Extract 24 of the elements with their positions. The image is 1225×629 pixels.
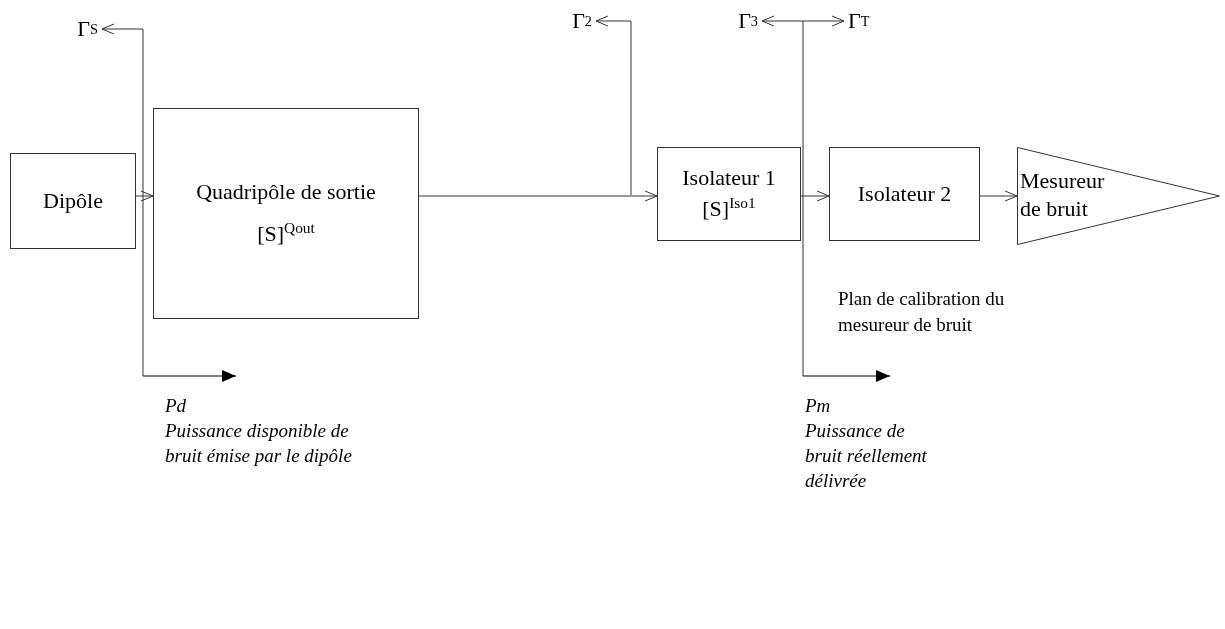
isolator-box <box>657 147 801 241</box>
dipole-box <box>10 153 136 249</box>
reference-plane-arrow <box>595 15 632 196</box>
reference-plane-arrow <box>101 23 144 377</box>
reference-plane-arrow <box>761 15 804 377</box>
quadripole-box <box>153 108 419 319</box>
block-label: Mesureur de bruit <box>1020 167 1106 223</box>
block-label: Isolateur 1 <box>682 164 776 193</box>
reference-plane-arrow <box>802 15 845 27</box>
plane-caption: Plan de calibration du mesureur de bruit <box>838 287 1006 337</box>
arrow <box>418 190 658 202</box>
arrow <box>135 190 154 202</box>
block-label: [S]$^{Qout}$ <box>257 218 315 249</box>
block-label: Dipôle <box>43 186 103 215</box>
block-label: Quadripôle de sortie <box>196 177 376 206</box>
block-label: Isolateur 2 <box>857 179 952 208</box>
power-description: Puissance de bruit réellement délivrée <box>805 419 928 493</box>
arrow <box>979 190 1018 202</box>
isolator-box <box>829 147 980 241</box>
power-description: Puissance disponible de bruit émise par le dipôle <box>165 419 353 468</box>
block-label: [S]$^{Iso1}$ <box>702 192 756 224</box>
power-symbol: Pd <box>165 394 188 418</box>
arrow <box>800 190 830 202</box>
power-symbol: Pm <box>805 394 832 418</box>
